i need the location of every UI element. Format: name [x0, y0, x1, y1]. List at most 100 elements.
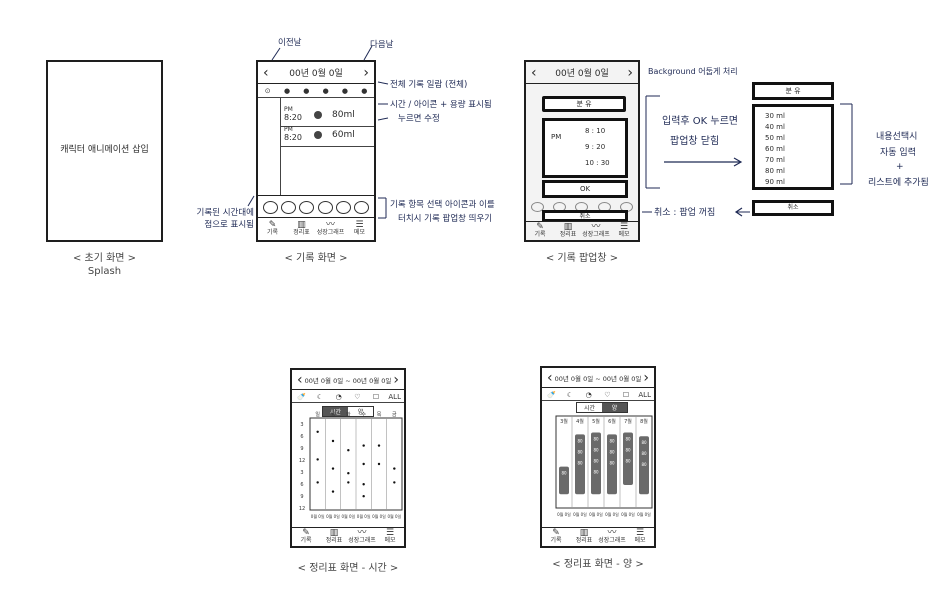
bottle-icon[interactable]: 🍼	[546, 390, 556, 399]
filter-all[interactable]: ALL	[388, 392, 401, 401]
tab-record[interactable]: ✎기록	[542, 529, 570, 545]
popup-caption: < 기록 팝업창 >	[545, 253, 619, 264]
tab-growth[interactable]: 〰성장그래프	[348, 529, 376, 545]
chevron-left-icon[interactable]: ‹	[297, 371, 303, 388]
amount-option[interactable]: 60 ml	[765, 145, 785, 153]
chart-dot	[331, 467, 335, 470]
diaper-icon[interactable]: ◔	[335, 392, 342, 401]
category-circle[interactable]	[262, 200, 278, 214]
heart-icon[interactable]: ♡	[604, 390, 611, 399]
chart-bar-label: 80	[609, 449, 615, 454]
toggle-amount[interactable]: 양	[602, 403, 627, 412]
tab-label: 성장그래프	[598, 537, 626, 544]
category-circle[interactable]	[317, 200, 333, 214]
tab-summary[interactable]: ▥정리표	[554, 223, 582, 239]
chevron-left-icon[interactable]: ‹	[547, 369, 553, 386]
moon-icon[interactable]: ☾	[316, 392, 324, 401]
chevron-left-icon[interactable]: ‹	[531, 64, 537, 81]
toggle-amount[interactable]: 양	[357, 409, 364, 416]
tab-growth[interactable]: 〰성장그래프	[598, 529, 626, 545]
category-icon-1[interactable]: ⊙	[264, 87, 271, 95]
amount-option[interactable]: 80 ml	[765, 167, 785, 175]
bar-chart-icon: ▥	[563, 222, 573, 232]
scroll-tag-pill[interactable]: 분 유	[752, 82, 834, 100]
memo-icon: ☰	[355, 220, 364, 230]
chart-day-label: 0월 0일	[357, 513, 371, 519]
chevron-left-icon[interactable]: ‹	[263, 64, 269, 81]
scroll-cancel-button[interactable]: 취소	[752, 200, 834, 216]
popup-tag-pill[interactable]: 분 유	[542, 96, 626, 112]
chart-column-label: 월	[331, 411, 336, 418]
tab-growth[interactable]: 〰성장그래프	[316, 221, 345, 237]
memo-icon: ☰	[385, 528, 395, 538]
moon-icon[interactable]: ☾	[566, 390, 574, 399]
chart-bar	[639, 436, 649, 495]
tab-summary[interactable]: ▥정리표	[287, 221, 316, 237]
tab-memo[interactable]: ☰메모	[376, 529, 404, 545]
tab-memo[interactable]: ☰메모	[626, 529, 654, 545]
category-circle[interactable]	[354, 200, 370, 214]
summary-amount-frame: ‹ 00년 0월 0일 ~ 00년 0월 0일 › 🍼 ☾ ◔ ♡ ☐ ALL …	[540, 366, 656, 548]
record-row[interactable]: PM 8:20 80ml	[280, 106, 374, 127]
category-circle[interactable]	[335, 200, 351, 214]
ok-label: OK	[579, 185, 591, 193]
book-icon[interactable]: ☐	[622, 390, 630, 399]
amount-option[interactable]: 90 ml	[765, 178, 785, 186]
amount-option[interactable]: 40 ml	[765, 123, 785, 131]
chevron-right-icon[interactable]: ›	[363, 64, 369, 81]
category-circle[interactable]	[280, 200, 296, 214]
tab-growth[interactable]: 〰성장그래프	[582, 223, 610, 239]
tab-record[interactable]: ✎기록	[258, 221, 287, 237]
note-scroll-b: 자동 입력	[880, 148, 916, 158]
chart-bar-label: 80	[625, 448, 631, 453]
line-chart-icon: 〰	[357, 528, 367, 538]
popup-ok-button[interactable]: OK	[542, 180, 628, 198]
category-circle[interactable]	[299, 200, 315, 214]
popup-cancel-button[interactable]: 취소	[542, 210, 628, 222]
chart-y-tick: 9	[300, 494, 303, 500]
category-icon-3[interactable]: ●	[303, 87, 310, 95]
tab-label: 기록	[550, 537, 562, 544]
amount-option[interactable]: 30 ml	[765, 112, 785, 120]
tab-record[interactable]: ✎기록	[292, 529, 320, 545]
record-row[interactable]: PM 8:20 60ml	[280, 126, 374, 147]
popup-time-picker[interactable]: PM 8 : 10 9 : 20 10 : 30	[542, 118, 628, 178]
record-tabbar: ✎기록 ▥정리표 〰성장그래프 ☰메모	[258, 217, 374, 240]
chart-y-tick: 12	[299, 458, 305, 464]
toggle-time[interactable]: 시간	[323, 407, 348, 416]
filter-all[interactable]: ALL	[638, 390, 651, 399]
scroll-amount-list[interactable]: 30 ml 40 ml 50 ml 60 ml 70 ml 80 ml 90 m…	[752, 104, 834, 190]
amount-option[interactable]: 70 ml	[765, 156, 785, 164]
tab-label: 정리표	[325, 537, 343, 544]
toggle-time[interactable]: 시간	[583, 405, 596, 412]
bottle-icon[interactable]: 🍼	[296, 392, 306, 401]
category-icon-2[interactable]: ●	[283, 87, 291, 95]
tab-memo[interactable]: ☰메모	[610, 223, 638, 239]
heart-icon[interactable]: ♡	[354, 392, 361, 401]
arrow-head-icon	[733, 157, 743, 167]
chart-bar-label: 80	[593, 459, 599, 464]
category-icon-6[interactable]: ●	[361, 87, 368, 95]
pencil-icon: ✎	[302, 528, 310, 538]
book-icon[interactable]: ☐	[372, 392, 380, 401]
tab-label: 정리표	[559, 231, 577, 238]
chevron-right-icon[interactable]: ›	[627, 64, 633, 81]
category-icon-4[interactable]: ●	[322, 87, 329, 95]
note-mid-2: 누르면 수정	[398, 114, 440, 124]
cancel-label: 취소	[579, 213, 591, 220]
chart-dot	[347, 472, 350, 475]
tab-record[interactable]: ✎기록	[526, 223, 554, 239]
amount-option[interactable]: 50 ml	[765, 134, 785, 142]
tab-label: 성장그래프	[348, 537, 376, 544]
chart-dot	[362, 462, 365, 466]
chevron-right-icon[interactable]: ›	[643, 369, 649, 386]
tab-summary[interactable]: ▥정리표	[320, 529, 348, 545]
tab-memo[interactable]: ☰메모	[345, 221, 374, 237]
category-icon-5[interactable]: ●	[341, 87, 349, 95]
chart-day-label: 0월 0일	[589, 511, 603, 517]
chevron-right-icon[interactable]: ›	[393, 371, 399, 388]
category-selector	[258, 195, 374, 218]
tab-summary[interactable]: ▥정리표	[570, 529, 598, 545]
diaper-icon[interactable]: ◔	[585, 390, 592, 399]
chart-day-label: 0월 0일	[605, 511, 619, 517]
